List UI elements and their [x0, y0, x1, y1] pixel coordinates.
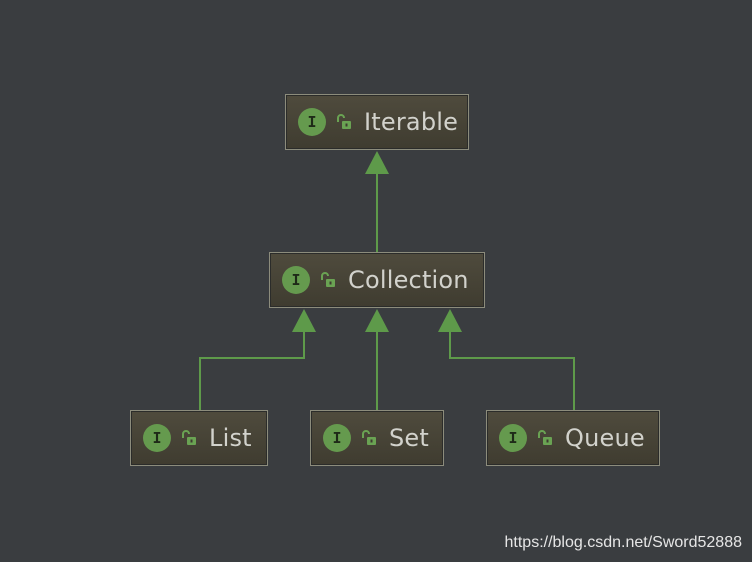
edge-collection-to-iterable	[365, 151, 389, 252]
edge-line	[449, 330, 575, 410]
interface-icon: I	[323, 424, 351, 452]
unlock-icon	[538, 430, 552, 445]
interface-icon: I	[282, 266, 310, 294]
node-iterable[interactable]: I Iterable	[285, 94, 469, 150]
arrowhead-icon	[365, 309, 389, 332]
interface-icon: I	[298, 108, 326, 136]
node-list[interactable]: I List	[130, 410, 268, 466]
node-label: Queue	[565, 424, 645, 452]
edge-set-to-collection	[365, 309, 389, 410]
watermark: https://blog.csdn.net/Sword52888	[504, 534, 743, 551]
node-queue[interactable]: I Queue	[486, 410, 660, 466]
node-label: Set	[389, 424, 430, 452]
node-set[interactable]: I Set	[310, 410, 444, 466]
node-label: List	[209, 424, 252, 452]
interface-icon: I	[499, 424, 527, 452]
interface-icon: I	[143, 424, 171, 452]
edge-queue-to-collection	[438, 309, 575, 410]
node-label: Collection	[348, 266, 469, 294]
arrowhead-icon	[292, 309, 316, 332]
arrowhead-icon	[365, 151, 389, 174]
edge-line	[199, 330, 305, 410]
node-label: Iterable	[364, 108, 459, 136]
arrowhead-icon	[438, 309, 462, 332]
unlock-icon	[321, 272, 335, 287]
edge-list-to-collection	[199, 309, 316, 410]
unlock-icon	[337, 114, 351, 129]
unlock-icon	[362, 430, 376, 445]
unlock-icon	[182, 430, 196, 445]
node-collection[interactable]: I Collection	[269, 252, 485, 308]
